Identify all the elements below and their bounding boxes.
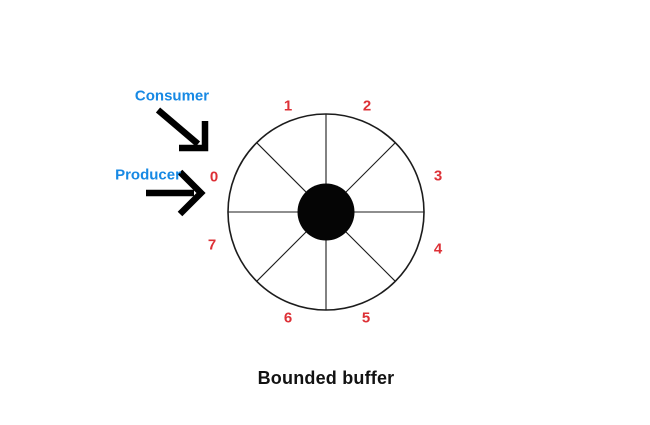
slot-label-7: 7 — [207, 236, 217, 254]
slot-label-3: 3 — [433, 167, 443, 185]
consumer-arrow-icon — [155, 107, 209, 152]
slot-label-2: 2 — [362, 97, 372, 115]
diagram-title: Bounded buffer — [257, 368, 395, 388]
slot-label-6: 6 — [283, 309, 293, 327]
slot-label-5: 5 — [361, 309, 371, 327]
producer-arrow-icon — [146, 169, 206, 217]
consumer-label: Consumer — [134, 87, 210, 105]
producer-label: Producer — [115, 166, 181, 184]
slot-label-1: 1 — [283, 97, 293, 115]
slot-label-0: 0 — [209, 168, 219, 186]
slot-label-4: 4 — [433, 240, 443, 258]
buffer-hub — [297, 183, 355, 241]
